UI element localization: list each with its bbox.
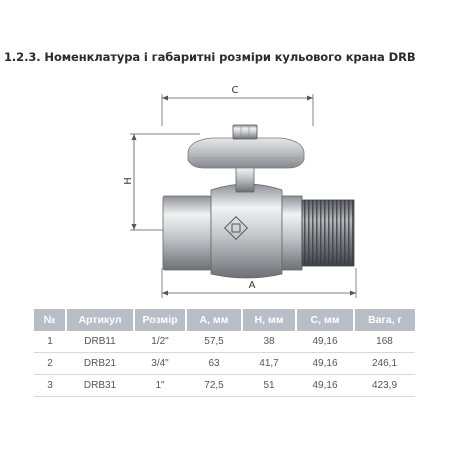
spec-table: № Артикул Розмір A, мм H, мм C, мм Вага,… xyxy=(34,309,415,397)
cell-c: 49,16 xyxy=(296,331,354,353)
cell-article: DRB21 xyxy=(66,352,134,375)
cell-h: 41,7 xyxy=(242,352,296,375)
cell-h: 51 xyxy=(242,374,296,397)
dimension-c: C xyxy=(161,85,314,126)
header-article: Артикул xyxy=(66,309,135,331)
cell-h: 38 xyxy=(242,331,296,353)
valve-illustration xyxy=(162,124,355,279)
cell-article: DRB11 xyxy=(66,331,134,353)
label-h: H xyxy=(123,177,134,185)
table-row: 1 DRB11 1/2" 57,5 38 49,16 168 xyxy=(34,331,415,353)
header-a-mm: A, мм xyxy=(186,309,243,331)
label-c: C xyxy=(232,85,239,96)
table-row: 3 DRB31 1" 72,5 51 49,16 423,9 xyxy=(34,374,415,397)
cell-a: 72,5 xyxy=(186,374,242,397)
cell-c: 49,16 xyxy=(296,374,354,397)
header-h-mm: H, мм xyxy=(242,309,297,331)
header-weight: Вага, г xyxy=(354,309,415,331)
header-c-mm: C, мм xyxy=(296,309,355,331)
header-size: Розмір xyxy=(134,309,187,331)
cell-size: 1" xyxy=(134,374,186,397)
cell-a: 57,5 xyxy=(186,331,242,353)
page-heading: 1.2.3. Номенклатура і габаритні розміри … xyxy=(4,50,416,64)
cell-number: 1 xyxy=(34,331,66,353)
cell-weight: 246,1 xyxy=(354,352,415,375)
cell-weight: 168 xyxy=(354,331,415,353)
table-row: 2 DRB21 3/4" 63 41,7 49,16 246,1 xyxy=(34,352,415,375)
cell-size: 3/4" xyxy=(134,352,186,375)
table-header-row: № Артикул Розмір A, мм H, мм C, мм Вага,… xyxy=(34,309,415,331)
cell-weight: 423,9 xyxy=(354,374,415,397)
label-a: A xyxy=(249,280,256,291)
brand-logo-icon xyxy=(223,215,249,241)
dimension-a: A xyxy=(161,268,357,298)
cell-a: 63 xyxy=(186,352,242,375)
cell-number: 3 xyxy=(34,374,66,397)
cell-number: 2 xyxy=(34,352,66,375)
valve-drawing: C H A xyxy=(123,85,357,298)
header-number: № xyxy=(34,309,67,331)
cell-c: 49,16 xyxy=(296,352,354,375)
cell-article: DRB31 xyxy=(66,374,134,397)
cell-size: 1/2" xyxy=(134,331,186,353)
